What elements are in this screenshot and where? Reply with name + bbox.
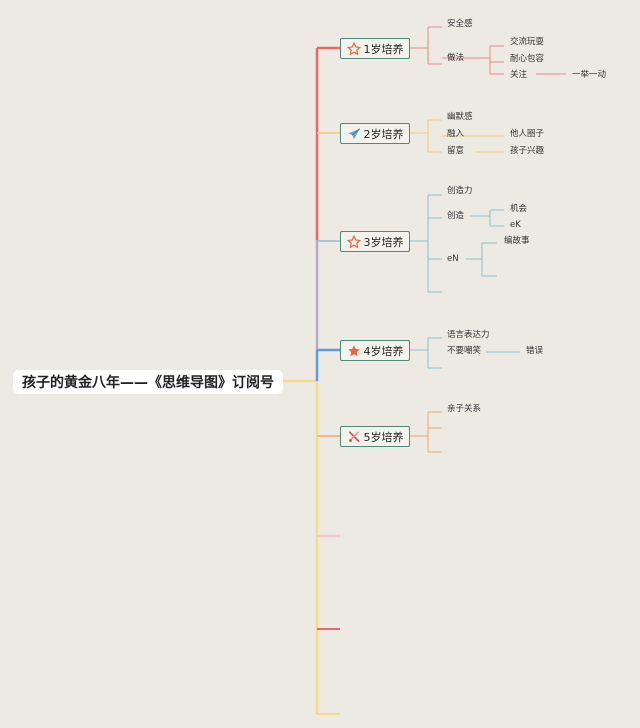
leaf-bian-gushi[interactable]: 编故事 — [504, 236, 530, 246]
branch-label: 1岁培养 — [363, 42, 404, 56]
branch-label: 4岁培养 — [363, 344, 404, 358]
branch-node-age-2[interactable]: 2岁培养 — [340, 123, 410, 144]
root-topic[interactable]: 孩子的黄金八年——《思维导图》订阅号 — [13, 370, 283, 394]
leaf-cuowu[interactable]: 错误 — [526, 346, 544, 356]
paper-plane-icon — [347, 127, 361, 141]
star-filled-icon — [347, 344, 361, 358]
leaf-liuyi[interactable]: 留意 — [447, 146, 465, 156]
star-outline-icon — [346, 41, 361, 56]
leaf-qinzi-guanxi[interactable]: 亲子关系 — [447, 404, 482, 414]
branch-label: 5岁培养 — [363, 430, 404, 444]
tools-icon — [347, 430, 361, 444]
leaf-chuangzaoli[interactable]: 创造力 — [447, 186, 473, 196]
branch-label: 3岁培养 — [363, 235, 404, 249]
leaf-en[interactable]: eN — [447, 254, 459, 264]
leaf-zuofa[interactable]: 做法 — [447, 53, 465, 63]
branch-node-age-5[interactable]: 5岁培养 — [340, 426, 410, 447]
leaf-rongru[interactable]: 融入 — [447, 129, 465, 139]
leaf-youmogan[interactable]: 幽默感 — [447, 112, 473, 122]
leaf-chuangzao[interactable]: 创造 — [447, 211, 465, 221]
leaf-taren-quanzi[interactable]: 他人圈子 — [510, 129, 545, 139]
leaf-yiju-yidong[interactable]: 一举一动 — [572, 70, 607, 80]
leaf-buyao-chaoxiao[interactable]: 不要嘲笑 — [447, 346, 482, 356]
branch-label: 2岁培养 — [363, 127, 404, 141]
branch-node-age-1[interactable]: 1岁培养 — [340, 38, 410, 59]
leaf-anquangan[interactable]: 安全感 — [447, 19, 473, 29]
leaf-guanzhu[interactable]: 关注 — [510, 70, 528, 80]
star-outline-icon — [346, 234, 361, 249]
leaf-haizi-xingqu[interactable]: 孩子兴趣 — [510, 146, 545, 156]
leaf-yuyan-biaodali[interactable]: 语言表达力 — [447, 330, 490, 340]
leaf-ek[interactable]: eK — [510, 220, 521, 230]
leaf-naixin-baorong[interactable]: 耐心包容 — [510, 54, 545, 64]
branch-node-age-4[interactable]: 4岁培养 — [340, 340, 410, 361]
leaf-jiaoliu-wanshua[interactable]: 交流玩耍 — [510, 37, 545, 47]
branch-node-age-3[interactable]: 3岁培养 — [340, 231, 410, 252]
leaf-jihui[interactable]: 机会 — [510, 204, 528, 214]
